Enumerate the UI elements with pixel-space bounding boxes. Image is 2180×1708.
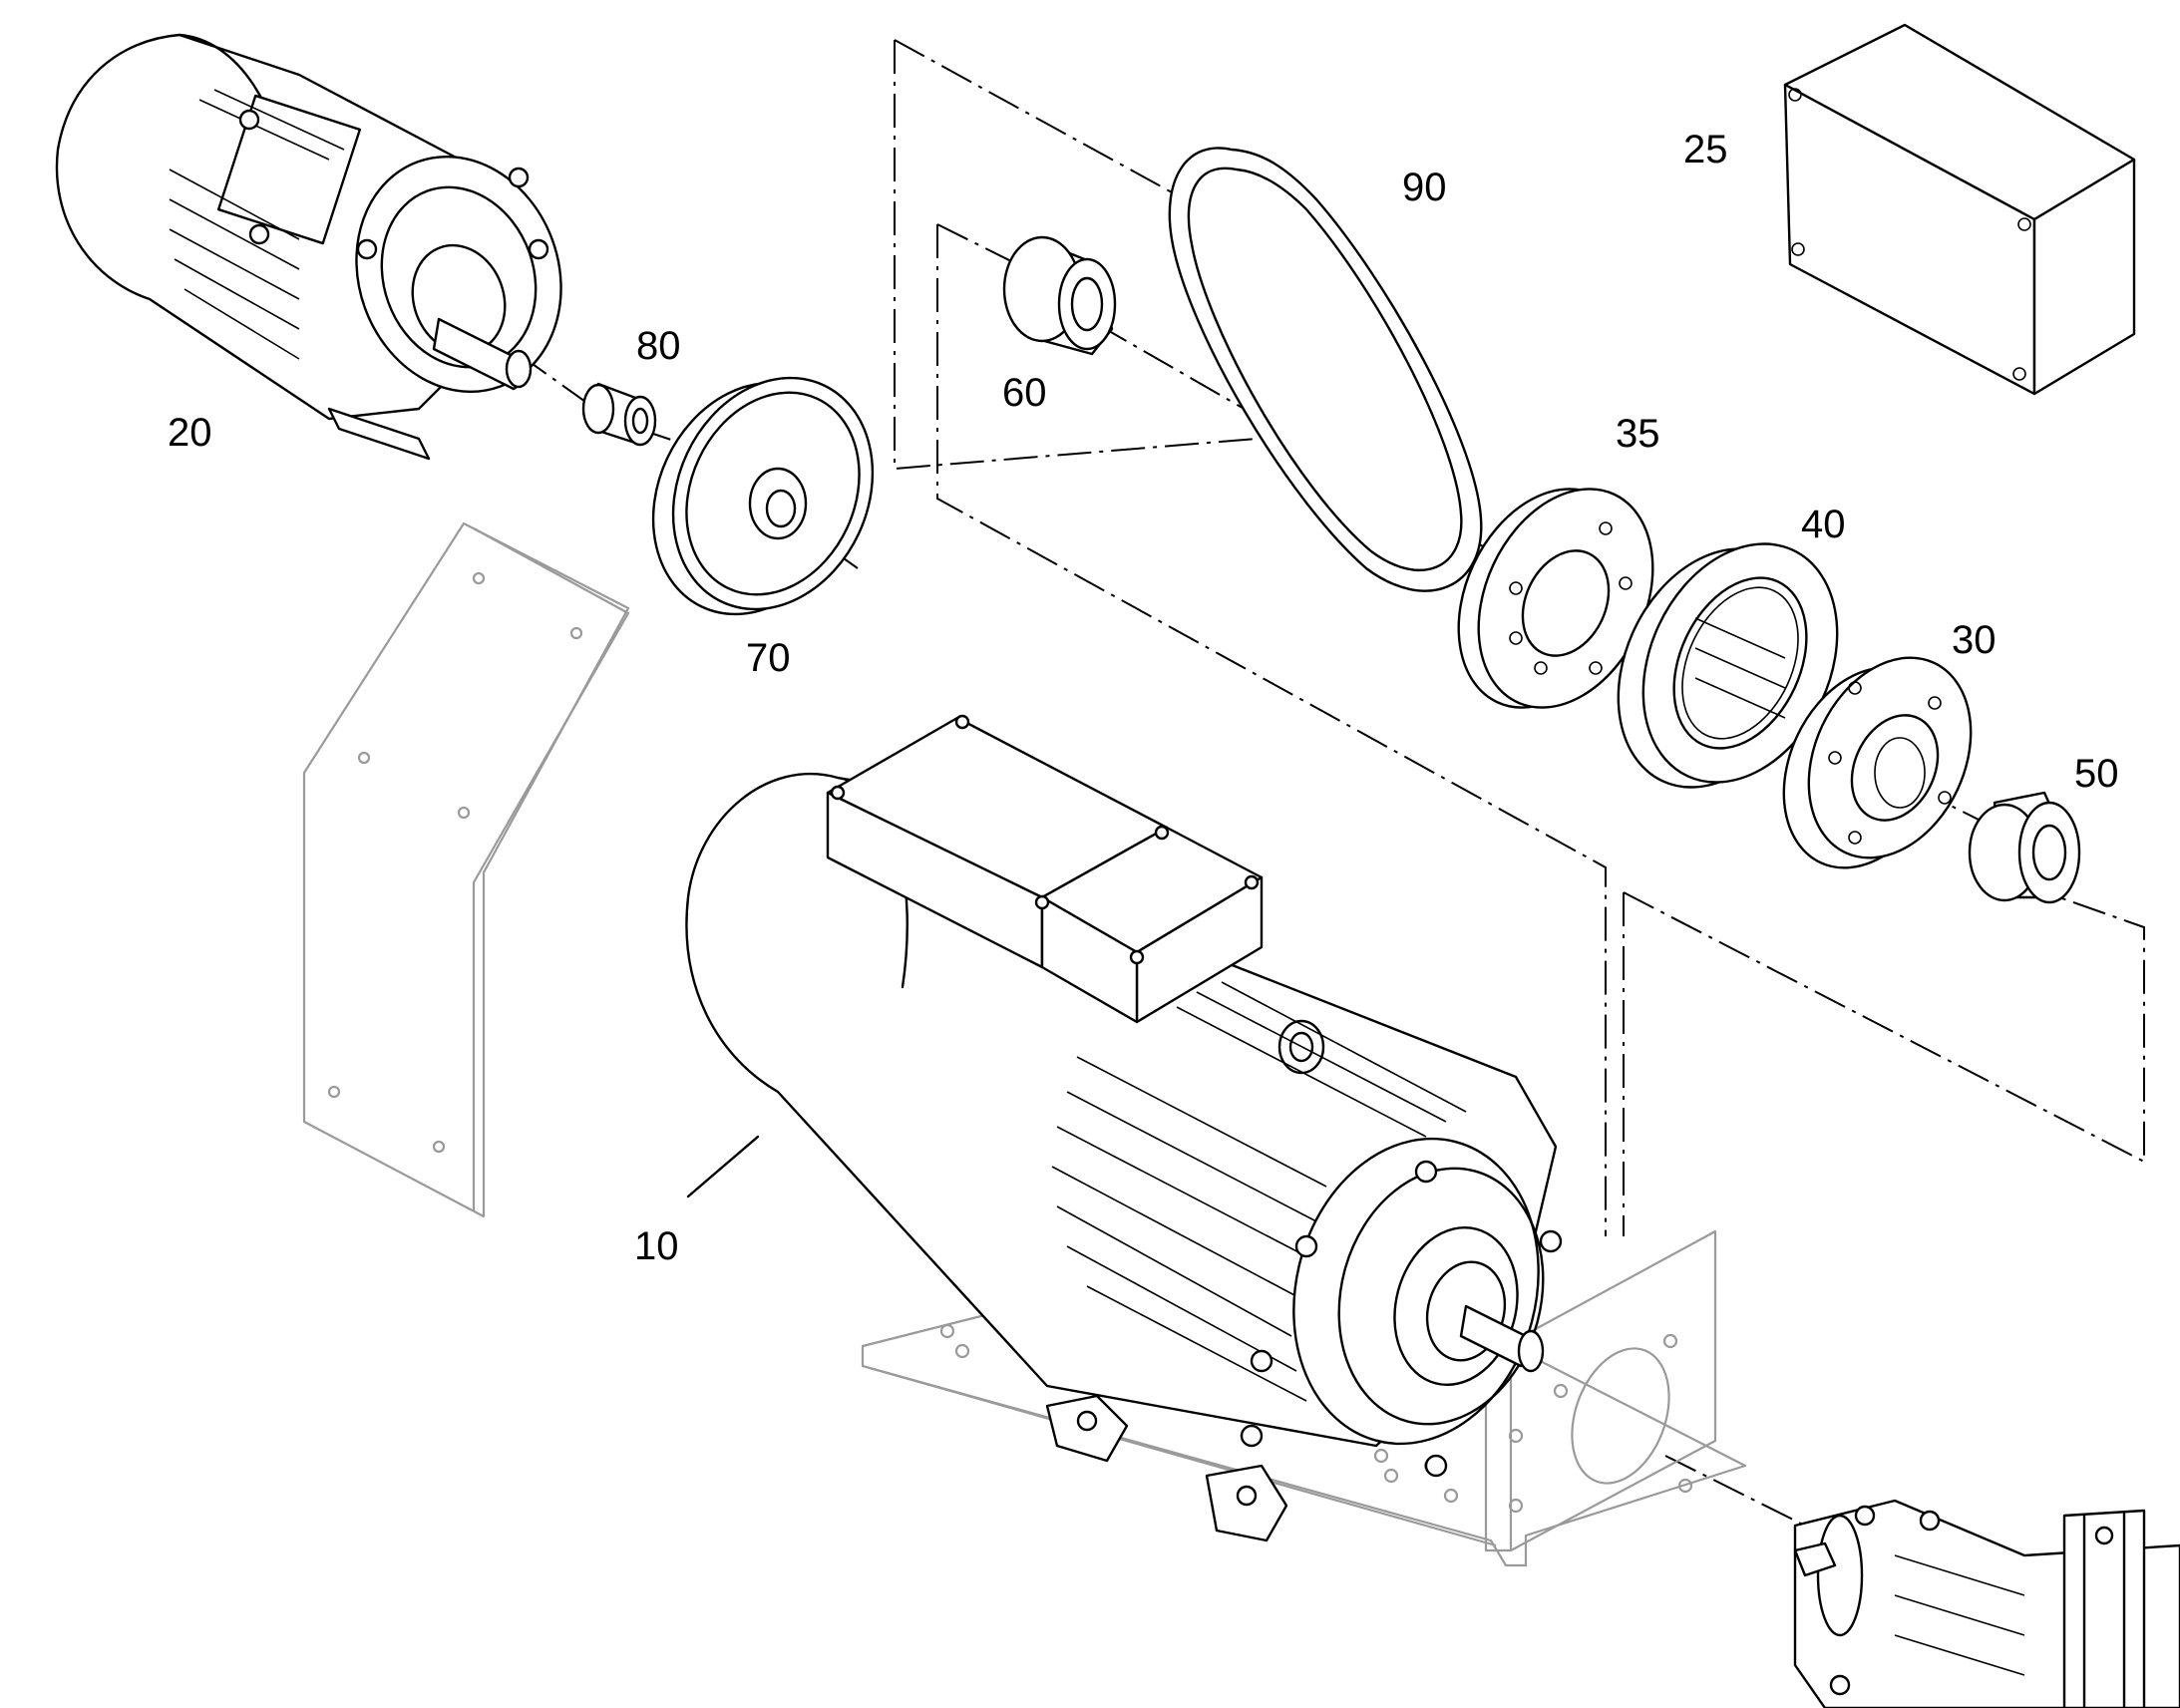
- part-50-taper-bushing: [1968, 791, 2081, 904]
- label-part-60: 60: [1002, 371, 1047, 415]
- leader-lines: [686, 1135, 760, 1198]
- label-part-80: 80: [636, 324, 681, 368]
- label-part-20: 20: [168, 411, 212, 455]
- part-60-taper-bushing: [1002, 235, 1117, 356]
- part-70-pulley: [651, 376, 875, 616]
- label-part-25: 25: [1683, 128, 1728, 171]
- part-20-small-motor: [55, 33, 562, 461]
- label-part-70: 70: [746, 636, 791, 680]
- label-part-90: 90: [1402, 166, 1447, 209]
- label-part-50: 50: [2074, 752, 2119, 796]
- part-30-flange-ring: [1782, 656, 1973, 869]
- label-part-35: 35: [1616, 412, 1660, 456]
- part-35-flange-hub: [1457, 488, 1654, 709]
- part-10-main-motor: [685, 714, 1563, 1542]
- label-part-30: 30: [1952, 618, 1997, 662]
- label-part-40: 40: [1801, 503, 1846, 546]
- ghost-angle-bracket: [302, 521, 630, 1218]
- part-pump-unit: [1793, 1499, 2180, 1708]
- label-part-10: 10: [634, 1224, 679, 1268]
- part-90-v-belt: [1168, 147, 1483, 592]
- part-80-bushing: [581, 382, 657, 447]
- part-25-terminal-box: [1783, 23, 2136, 396]
- part-40-coupling-sleeve: [1617, 542, 1839, 789]
